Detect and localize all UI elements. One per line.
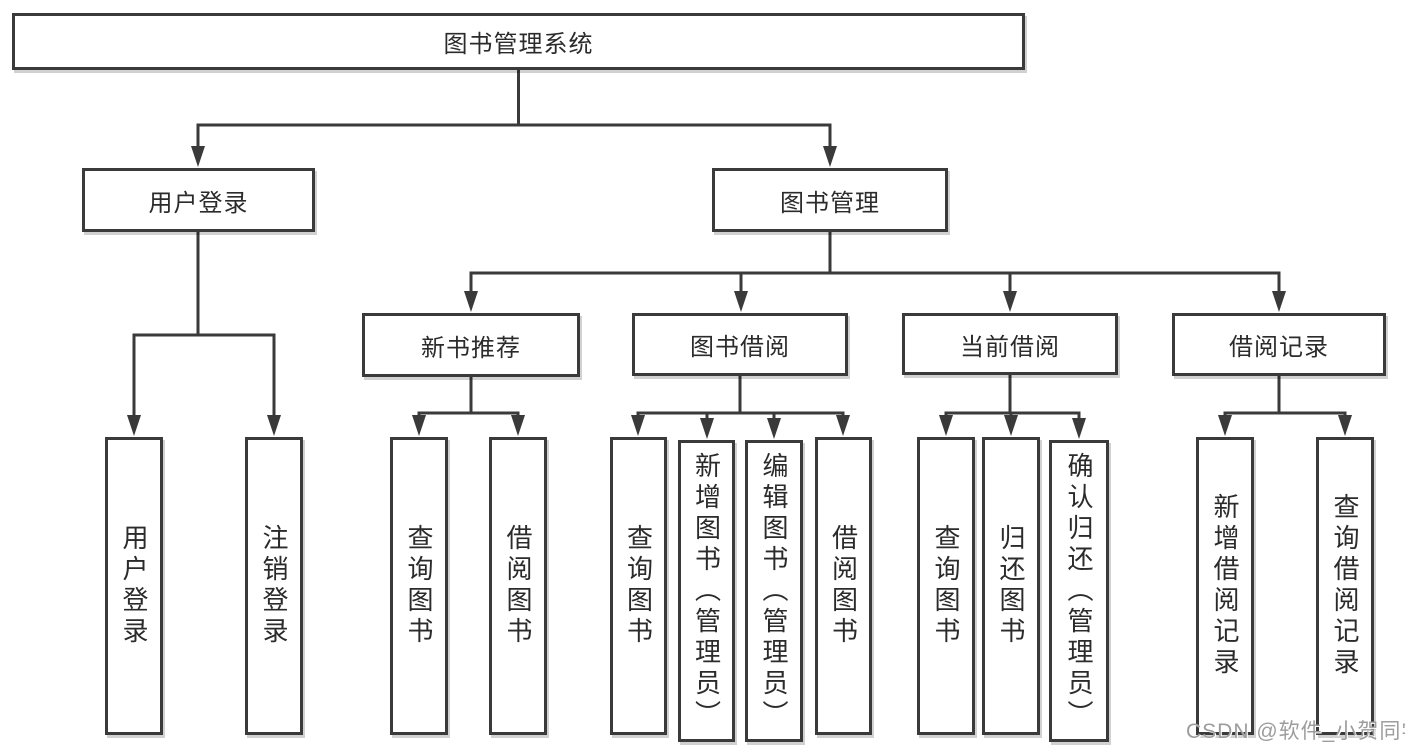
node-book-borrowing: 图书借阅 (632, 313, 848, 376)
node-label: 用户登录 (119, 524, 149, 648)
connector-book-mgmt-branch (469, 232, 1281, 298)
leaf-borrow-books-borrowing: 借阅图书 (815, 437, 872, 735)
node-label: 新书推荐 (421, 334, 521, 362)
leaf-logout: 注销登录 (245, 437, 303, 735)
node-label: 查询借阅记录 (1330, 493, 1360, 679)
leaf-edit-books-admin: 编辑图书（管理员） (745, 440, 803, 742)
node-label: 查询图书 (931, 524, 961, 648)
node-label: 借阅图书 (503, 524, 533, 648)
node-user-login-branch: 用户登录 (82, 168, 315, 232)
node-new-book-recommendation: 新书推荐 (362, 313, 580, 377)
node-label: 借阅图书 (828, 524, 859, 648)
node-label: 用户登录 (148, 189, 249, 217)
connector-new-book-rec-branch (417, 377, 520, 422)
node-label: 新增借阅记录 (1210, 493, 1240, 679)
node-label: 图书管理 (780, 189, 880, 217)
leaf-add-books-admin: 新增图书（管理员） (678, 440, 735, 742)
connector-current-borrow-branch (944, 375, 1081, 425)
leaf-query-books-borrowing: 查询图书 (610, 437, 667, 735)
node-label: 查询图书 (404, 524, 434, 648)
leaf-user-login: 用户登录 (105, 437, 163, 735)
node-label: 查询图书 (623, 524, 654, 648)
csdn-watermark: CSDN @软件_小贺同学 (1186, 720, 1405, 743)
leaf-return-books: 归还图书 (982, 437, 1040, 735)
node-label: 当前借阅 (960, 333, 1060, 361)
node-label: 确认归还（管理员） (1064, 451, 1094, 731)
node-label: 归还图书 (996, 524, 1026, 648)
node-label: 图书管理系统 (443, 31, 594, 58)
node-book-management: 图书管理 (712, 168, 948, 232)
leaf-confirm-return-admin: 确认归还（管理员） (1049, 440, 1109, 742)
connector-root-branch (196, 70, 832, 152)
leaf-borrow-books-recommend: 借阅图书 (489, 437, 547, 735)
node-label: 新增图书（管理员） (691, 451, 722, 731)
connector-book-borrow-branch (636, 376, 845, 425)
node-label: 借阅记录 (1229, 334, 1329, 361)
node-label: 编辑图书（管理员） (759, 451, 789, 731)
connector-user-login-branch (132, 232, 276, 421)
leaf-query-books-current: 查询图书 (917, 437, 975, 735)
connector-borrow-record-branch (1223, 376, 1347, 422)
node-label: 注销登录 (259, 524, 289, 648)
node-label: 图书借阅 (690, 334, 790, 361)
leaf-query-books-recommend: 查询图书 (390, 437, 448, 735)
leaf-add-borrow-record: 新增借阅记录 (1196, 437, 1254, 735)
node-borrowing-records: 借阅记录 (1172, 313, 1386, 376)
node-root-system: 图书管理系统 (12, 13, 1025, 70)
leaf-query-borrow-record: 查询借阅记录 (1316, 437, 1374, 735)
node-current-borrowing: 当前借阅 (902, 313, 1118, 375)
